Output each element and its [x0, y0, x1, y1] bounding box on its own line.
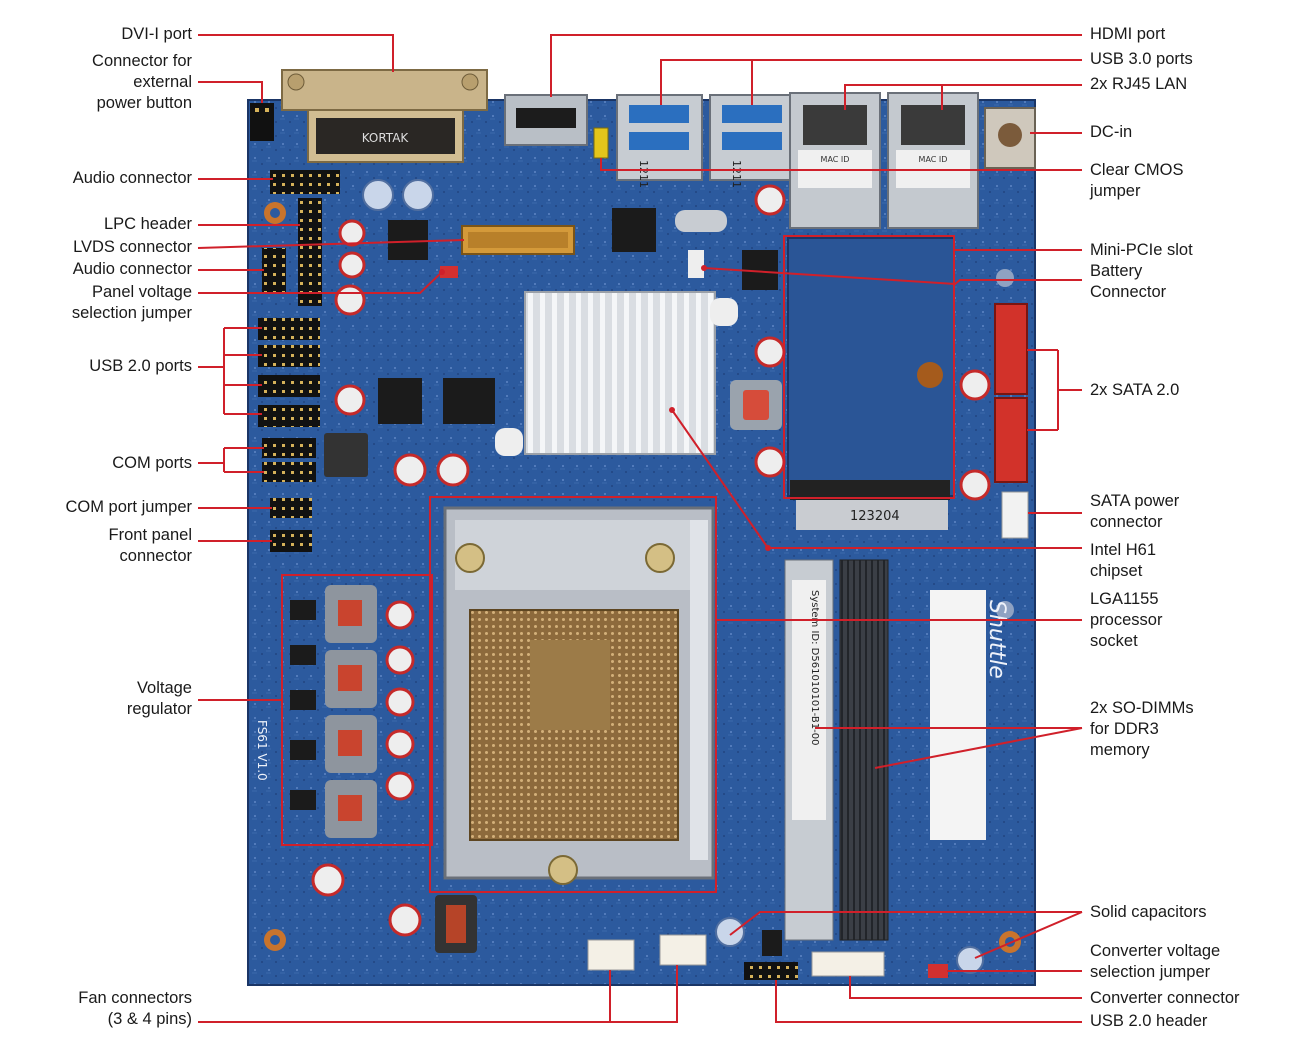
clear-cmos-jumper [593, 127, 609, 159]
label-voltage-regulator: Voltage regulator [126, 679, 192, 718]
mini-pcie-highlight [783, 235, 955, 499]
vrm-highlight [281, 574, 433, 846]
model-text: FS61 V1.0 [255, 720, 269, 781]
label-rj45-lan: 2x RJ45 LAN [1090, 75, 1188, 93]
label-mini-pcie-slot: Mini-PCIe slot [1090, 241, 1193, 259]
panel-voltage-jumper [440, 266, 458, 278]
bottom-components [311, 863, 984, 980]
label-solid-capacitors: Solid capacitors [1090, 903, 1207, 921]
highlight-boxes [281, 235, 955, 893]
label-usb3-ports: USB 3.0 ports [1090, 50, 1193, 68]
label-converter-connector: Converter connector [1090, 989, 1240, 1007]
system-id-text: System ID: D561010101-B1-00 [809, 590, 820, 745]
dvi-brand-text: KORTAK [362, 131, 410, 145]
label-dc-in: DC-in [1090, 123, 1133, 141]
leader-lines [197, 34, 1083, 1023]
leader-endpoints [439, 265, 771, 551]
label-usb2-ports: USB 2.0 ports [89, 357, 192, 375]
label-audio-connector: Audio connector [72, 260, 192, 278]
label-battery-connector: Battery Connector [1090, 262, 1167, 301]
slot-code-text: 123204 [850, 509, 900, 524]
converter-voltage-jumper [928, 964, 948, 978]
usb2-header [744, 962, 798, 980]
fan-connector-3pin [587, 939, 635, 971]
battery-connector [688, 250, 704, 278]
label-lpc-header: LPC header [103, 215, 192, 233]
label-dvi-port: DVI-I port [121, 25, 192, 43]
usb3-ports: 1211 1211 [616, 94, 796, 188]
label-com-port-jumper: COM port jumper [65, 498, 192, 516]
sata-power-connector [1001, 491, 1029, 539]
usb-mark-2: 1211 [730, 160, 743, 188]
label-audio-connector-top: Audio connector [72, 169, 192, 187]
cpu-socket [443, 506, 715, 885]
dvi-port: KORTAK [281, 69, 488, 163]
label-panel-voltage-jumper: Panel voltage selection jumper [71, 283, 192, 322]
label-com-ports: COM ports [112, 454, 192, 472]
left-headers [258, 170, 340, 552]
label-intel-h61-chipset: Intel H61 chipset [1090, 541, 1157, 580]
label-converter-voltage-jumper: Converter voltage selection jumper [1090, 942, 1221, 981]
sodimm-slots: System ID: D561010101-B1-00 Shuttle [784, 559, 1009, 941]
label-sodimm-slots: 2x SO-DIMMs for DDR3 memory [1090, 699, 1194, 759]
label-clear-cmos-jumper: Clear CMOS jumper [1090, 161, 1184, 200]
label-lvds-connector: LVDS connector [73, 238, 192, 256]
dc-in-jack [984, 107, 1036, 169]
label-front-panel-connector: Front panel connector [108, 526, 192, 565]
chipset-heatsink [495, 291, 738, 456]
mac-label-2: MAC ID [919, 155, 948, 164]
voltage-regulator: FS61 V1.0 [255, 585, 415, 838]
label-usb2-header: USB 2.0 header [1090, 1012, 1208, 1030]
label-hdmi-port: HDMI port [1090, 25, 1166, 43]
label-lga1155-socket: LGA1155 processor socket [1090, 590, 1163, 650]
mac-label-1: MAC ID [821, 155, 850, 164]
cpu-socket-highlight [429, 496, 717, 893]
label-power-button-connector: Connector for external power button [92, 52, 192, 112]
label-fan-connectors: Fan connectors (3 & 4 pins) [78, 989, 192, 1028]
capacitors-top [334, 179, 991, 501]
lvds-connector [461, 225, 575, 255]
sata-ports [994, 303, 1029, 539]
usb-mark-1: 1211 [637, 160, 650, 188]
fan-connector-4pin [659, 934, 707, 966]
label-sata-power-connector: SATA power connector [1090, 492, 1180, 531]
hdmi-port [504, 94, 588, 146]
mini-pcie-slot: 123204 [787, 237, 955, 530]
label-sata-ports: 2x SATA 2.0 [1090, 381, 1180, 399]
power-button-connector [250, 103, 274, 141]
converter-connector [811, 951, 885, 977]
brand-text: Shuttle [984, 600, 1009, 679]
